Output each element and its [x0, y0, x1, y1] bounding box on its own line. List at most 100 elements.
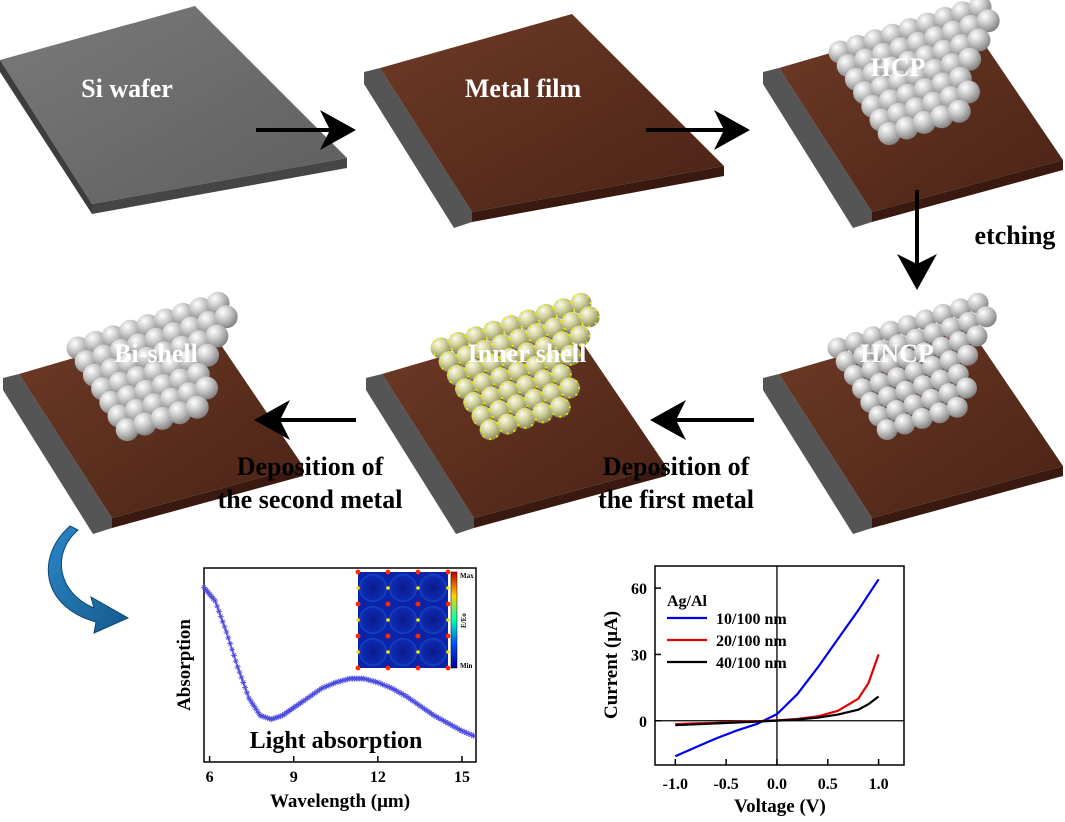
data-point	[268, 716, 275, 723]
data-point	[328, 681, 335, 688]
shell-dot	[450, 334, 453, 337]
shell-dot	[474, 326, 478, 329]
sphere	[514, 407, 536, 429]
shell-dot	[546, 320, 549, 323]
data-point	[214, 603, 221, 610]
data-point	[242, 684, 249, 691]
shell-dot	[446, 374, 449, 377]
shell-dot	[499, 357, 502, 360]
data-point	[230, 652, 237, 659]
shell-dot	[483, 402, 486, 405]
shell-dot	[506, 432, 509, 435]
hcp-sphere-array	[828, 0, 1000, 146]
data-point	[470, 732, 477, 739]
sphere	[532, 402, 554, 424]
bishell-metal-edge	[112, 466, 303, 528]
shell-dot	[497, 422, 500, 426]
hotspot	[355, 569, 361, 575]
hotspot	[356, 618, 360, 622]
sphere	[150, 406, 174, 430]
field-cell	[359, 638, 387, 666]
shell-dot	[562, 347, 565, 350]
data-point	[454, 725, 461, 732]
data-point	[243, 689, 250, 696]
shell-dot	[553, 366, 556, 369]
hotspot	[416, 586, 420, 590]
data-point	[202, 586, 209, 593]
shell-dot	[541, 402, 544, 405]
shell-dot	[559, 396, 562, 399]
shell-dot	[585, 341, 588, 344]
stage-si-wafer: Si wafer	[0, 6, 347, 214]
shell-dot	[468, 342, 471, 345]
shell-dot	[439, 337, 443, 340]
shell-dot	[455, 387, 458, 390]
hotspot	[355, 601, 361, 607]
shell-dot	[533, 388, 536, 391]
iv-plot-frame	[654, 565, 905, 766]
shell-dot	[585, 328, 588, 331]
shell-dot	[534, 404, 538, 408]
sphere	[956, 377, 977, 399]
shell-dot	[569, 344, 572, 347]
sphere	[957, 344, 979, 366]
shell-dot	[516, 351, 520, 354]
sphere	[549, 396, 571, 418]
data-point	[318, 685, 325, 692]
sphere	[877, 122, 901, 146]
field-cell	[389, 606, 417, 634]
data-point	[266, 715, 273, 722]
shell-dot	[457, 331, 460, 334]
data-point	[391, 686, 398, 693]
x-tick-label: -0.5	[713, 776, 738, 793]
data-point	[293, 703, 300, 710]
shell-dot	[520, 325, 523, 328]
data-point	[236, 669, 243, 676]
shell-dot	[468, 328, 471, 332]
shell-dot	[456, 364, 459, 367]
bishell-wafer-layer	[3, 374, 112, 534]
shell-dot	[508, 338, 511, 341]
hotspot	[386, 650, 390, 654]
shell-dot	[465, 335, 468, 338]
field-cell	[389, 638, 417, 666]
iv-line-10-100-	[674, 578, 880, 758]
shell-dot	[515, 384, 518, 387]
shell-dot	[475, 375, 478, 378]
legend-title: Ag/Al	[667, 593, 708, 610]
data-point	[307, 693, 314, 700]
shell-dot	[549, 406, 552, 409]
shell-dot	[553, 317, 556, 320]
data-point	[297, 699, 304, 706]
absorption-chart-title: Light absorption	[250, 728, 423, 754]
data-point	[325, 682, 332, 689]
shell-dot	[526, 391, 529, 394]
shell-dot	[482, 330, 486, 333]
shell-dot	[594, 308, 598, 312]
data-point	[414, 701, 421, 708]
shell-dot	[476, 342, 479, 345]
shell-dot	[563, 314, 567, 317]
shell-dot	[527, 372, 530, 375]
shell-dot	[566, 366, 570, 369]
step-label-dep2-line1: Deposition of	[237, 452, 384, 481]
shell-dot	[457, 380, 460, 384]
data-point	[204, 588, 211, 595]
shell-dot	[492, 320, 495, 323]
data-point	[461, 728, 468, 735]
absorption-y-label: Absorption	[174, 619, 195, 711]
sphere	[911, 407, 933, 429]
x-tick-label: 6	[206, 769, 214, 786]
shell-dot	[551, 340, 555, 343]
data-point	[219, 618, 226, 625]
shell-dot	[597, 315, 600, 318]
stage-metal-film: Metal film	[364, 14, 724, 228]
data-point	[300, 698, 307, 705]
shell-dot	[503, 317, 506, 320]
shell-dot	[575, 380, 578, 383]
data-point	[290, 704, 297, 711]
data-point	[258, 713, 265, 720]
shell-dot	[492, 383, 495, 386]
shell-dot	[578, 325, 582, 328]
y-tick-label: 60	[631, 581, 647, 598]
